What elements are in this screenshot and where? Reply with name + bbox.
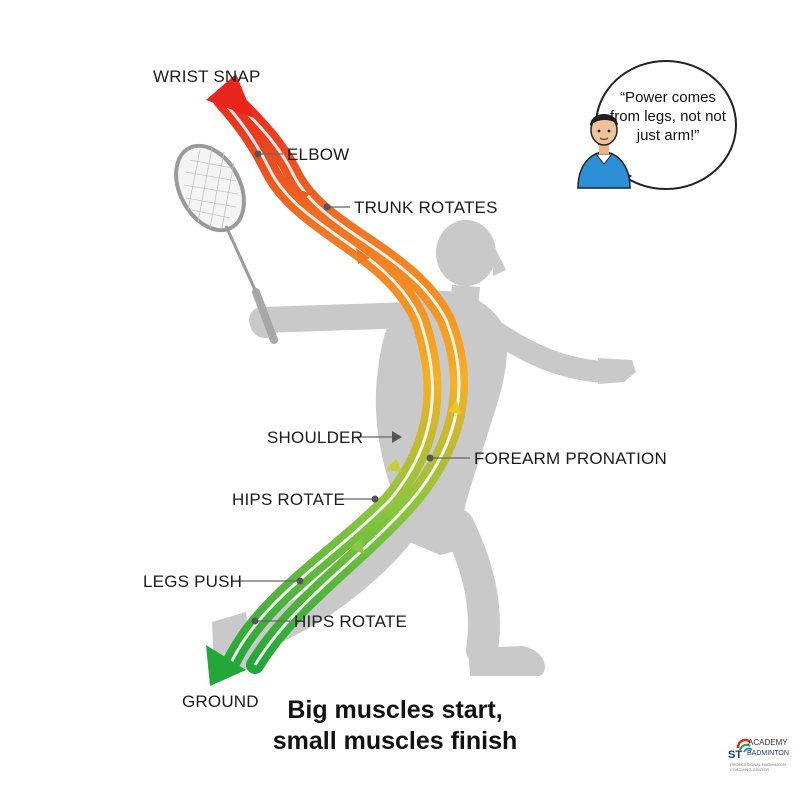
logo-badminton-text: BADMINTON bbox=[747, 750, 789, 757]
label-forearm-pronation: FOREARM PRONATION bbox=[474, 449, 667, 468]
label-hips-rotate-upper: HIPS ROTATE bbox=[232, 490, 346, 509]
tagline-line-2: small muscles finish bbox=[272, 727, 518, 755]
label-trunk-rotates: TRUNK ROTATES bbox=[354, 198, 498, 217]
wrist-snap-arrowhead bbox=[206, 74, 254, 118]
kinetic-chain-arrow-icon bbox=[206, 74, 468, 686]
label-shoulder: SHOULDER bbox=[267, 428, 364, 447]
coach-quote: “Power comes from legs, not not just arm… bbox=[610, 89, 726, 144]
label-ground: GROUND bbox=[182, 692, 259, 711]
label-legs-push: LEGS PUSH bbox=[143, 572, 243, 591]
logo-tagline-text: PROFESSIONAL BADMINTON COACHING CENTER bbox=[730, 762, 787, 772]
badminton-racket-icon bbox=[174, 143, 278, 344]
label-hips-rotate-lower: HIPS ROTATE bbox=[294, 612, 408, 631]
label-leaders bbox=[237, 150, 470, 625]
academy-logo: ACADEMY ST BADMINTON PROFESSIONAL BADMIN… bbox=[728, 738, 794, 772]
logo-mark-text: ST bbox=[728, 749, 743, 761]
tagline: Big muscles start, small muscles finish bbox=[250, 695, 540, 757]
academy-logo-icon bbox=[736, 738, 753, 753]
label-elbow: ELBOW bbox=[287, 145, 350, 164]
tagline-line-1: Big muscles start, bbox=[287, 696, 503, 724]
ground-arrowhead bbox=[206, 645, 246, 686]
logo-academy-text: ACADEMY bbox=[748, 738, 788, 747]
label-wrist-snap: WRIST SNAP bbox=[153, 67, 261, 86]
coach-avatar-icon bbox=[577, 114, 631, 189]
